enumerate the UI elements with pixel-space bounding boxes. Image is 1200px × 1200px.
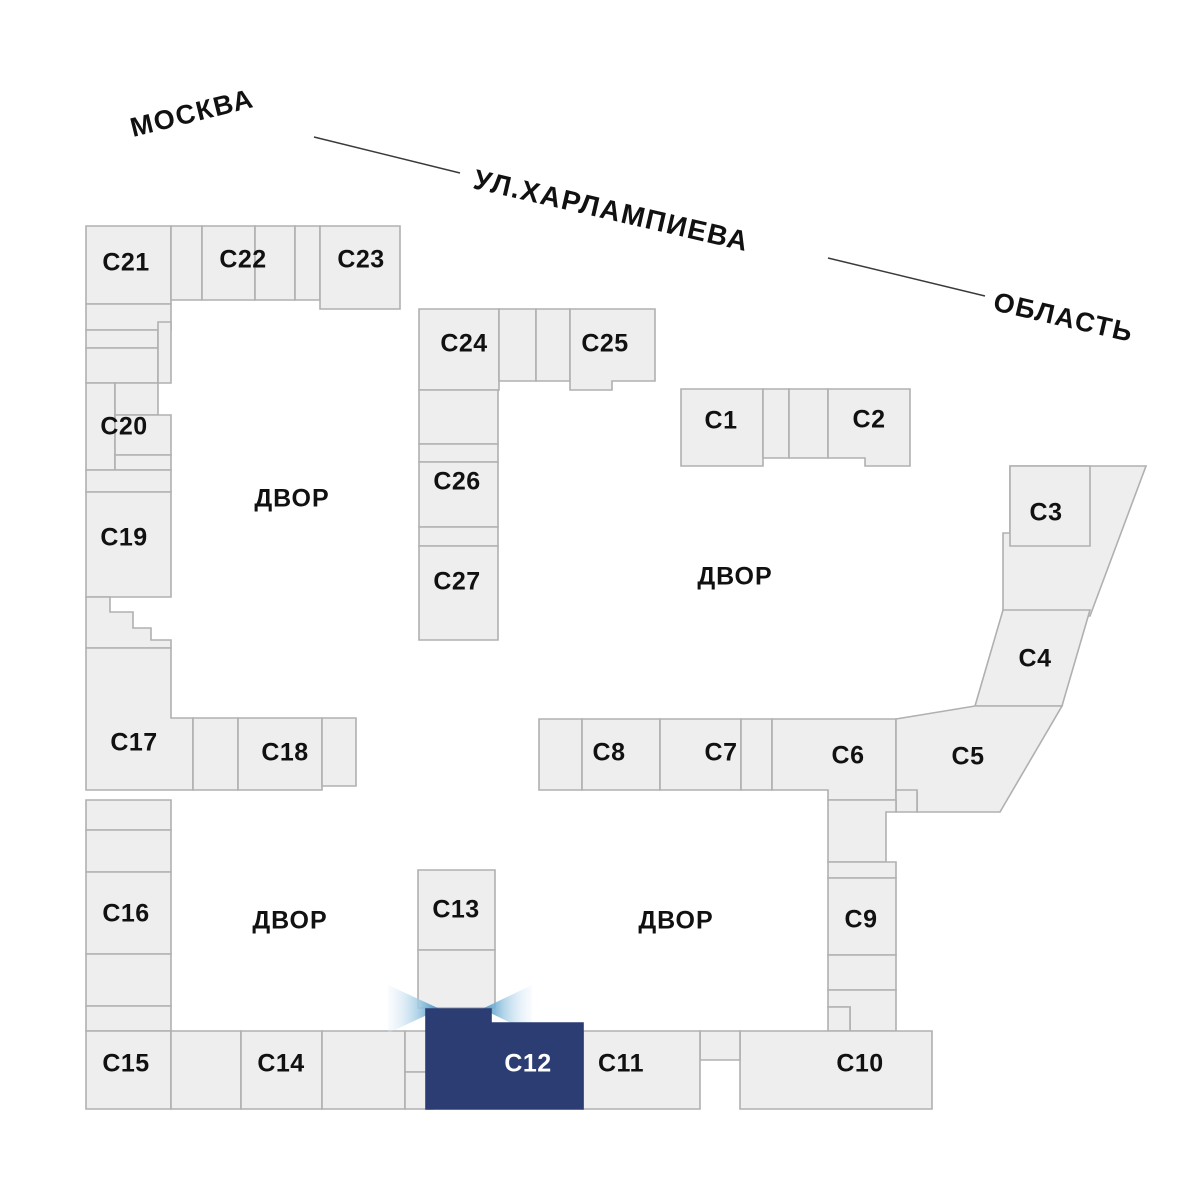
building-shape-C13b[interactable] [417, 949, 496, 1009]
building-shape-C9e[interactable] [827, 1006, 851, 1032]
building-shape-C5-notch[interactable] [895, 789, 918, 813]
building-label-C27: C27 [433, 568, 480, 596]
block-northwest [85, 225, 401, 791]
building-shape-C18[interactable] [237, 717, 323, 791]
building-shape-C24[interactable] [418, 308, 500, 391]
building-label-C21: C21 [102, 249, 149, 277]
building-shape-C24b[interactable] [498, 308, 537, 382]
yard-label-northeast: ДВОР [697, 563, 772, 591]
building-shape-NW-strip1b[interactable] [85, 329, 159, 349]
building-shape-C27a[interactable] [418, 526, 499, 547]
building-label-C14: C14 [257, 1050, 304, 1078]
building-shape-C15b[interactable] [170, 1030, 242, 1110]
building-shape-C25a[interactable] [535, 308, 571, 382]
building-shape-C1b[interactable] [762, 388, 790, 459]
selection-marker-left [388, 985, 440, 1033]
block-c1-c2 [680, 388, 911, 467]
yard-label-southeast: ДВОР [638, 907, 713, 935]
building-label-C9: C9 [845, 906, 878, 934]
direction-label-oblast: ОБЛАСТЬ [991, 287, 1137, 348]
building-shape-C7b[interactable] [740, 718, 773, 791]
building-label-C15: C15 [102, 1050, 149, 1078]
building-shape-SW-strip2[interactable] [85, 829, 172, 873]
building-label-C3: C3 [1030, 499, 1063, 527]
selection-markers [388, 985, 532, 1033]
building-shape-C2a[interactable] [788, 388, 829, 459]
building-shape-C17[interactable] [85, 647, 194, 791]
building-shape-NW-tab1[interactable] [157, 321, 172, 384]
building-label-C13: C13 [432, 896, 479, 924]
building-label-C1: C1 [705, 407, 738, 435]
building-label-C11: C11 [598, 1050, 644, 1078]
block-east-south [699, 799, 933, 1110]
building-shape-C2[interactable] [827, 388, 911, 467]
building-shape-C8a[interactable] [538, 718, 583, 791]
building-shape-C10[interactable] [739, 1030, 933, 1110]
building-shape-C3[interactable] [1009, 465, 1091, 547]
street-name-label: УЛ.ХАРЛАМПИЕВА [471, 164, 753, 258]
building-label-C24: C24 [440, 330, 487, 358]
road-leader-lines [313, 136, 986, 297]
building-shape-SW-strip4[interactable] [85, 1005, 172, 1032]
building-shape-C20b[interactable] [114, 382, 159, 416]
building-shape-C27[interactable] [418, 545, 499, 641]
building-shape-C12[interactable] [425, 1008, 584, 1110]
building-label-C23: C23 [337, 246, 384, 274]
building-shape-C14b[interactable] [321, 1030, 406, 1110]
building-label-C19: C19 [100, 524, 147, 552]
building-label-C12: C12 [504, 1050, 551, 1078]
building-shape-C18b[interactable] [321, 717, 357, 787]
building-label-C8: C8 [593, 739, 626, 767]
block-southwest [85, 799, 434, 1110]
block-c13 [417, 869, 496, 1009]
building-shape-C19[interactable] [85, 491, 172, 598]
building-shape-C17b[interactable] [192, 717, 239, 791]
block-c12-selected [425, 1008, 584, 1110]
road-leader-left [313, 136, 461, 174]
building-shape-C23[interactable] [319, 225, 401, 310]
building-shape-NW-steps[interactable] [85, 596, 172, 649]
building-labels: C1 C2 C3 C4 C5 C6 C7 C8 C9 C10 C11 C12 C… [100, 246, 1062, 1078]
building-shape-C9b[interactable] [827, 861, 897, 879]
road-leader-right [827, 257, 986, 297]
building-shape-NW-strip3[interactable] [85, 469, 172, 493]
building-shape-C25[interactable] [569, 308, 656, 391]
building-label-C16: C16 [102, 900, 149, 928]
building-label-C25: C25 [581, 330, 628, 358]
building-shape-C10b[interactable] [699, 1030, 741, 1061]
building-shape-SW-strip3[interactable] [85, 953, 172, 1007]
building-label-C5: C5 [952, 743, 985, 771]
building-shape-C22c[interactable] [294, 225, 321, 301]
building-label-C2: C2 [853, 406, 886, 434]
building-label-C7: C7 [705, 739, 738, 767]
building-shape-NW-strip2[interactable] [85, 347, 159, 384]
block-east-slant [973, 465, 1148, 707]
building-label-C26: C26 [433, 468, 480, 496]
building-label-C6: C6 [832, 742, 865, 770]
block-mid-row [538, 705, 1064, 813]
block-central-north [418, 308, 656, 641]
selection-marker-right [482, 985, 532, 1033]
direction-label-moscow: МОСКВА [127, 83, 257, 143]
yard-label-northwest: ДВОР [254, 485, 329, 513]
building-label-C20: C20 [100, 413, 147, 441]
building-label-C18: C18 [261, 739, 308, 767]
building-label-C4: C4 [1019, 645, 1052, 673]
yard-label-southwest: ДВОР [252, 907, 327, 935]
building-shape-C9a[interactable] [827, 799, 897, 863]
building-shape-C26a[interactable] [418, 389, 499, 445]
building-shape-C9c[interactable] [827, 954, 897, 991]
building-shape-C1[interactable] [680, 388, 764, 467]
building-shape-C26b[interactable] [418, 443, 499, 463]
building-shape-SW-strip1[interactable] [85, 799, 172, 831]
building-label-C17: C17 [110, 729, 157, 757]
building-label-C10: C10 [836, 1050, 883, 1078]
building-shape-C21b[interactable] [170, 225, 203, 301]
yard-labels: ДВОР ДВОР ДВОР ДВОР [252, 485, 772, 935]
building-shape-C20d[interactable] [114, 454, 172, 471]
building-label-C22: C22 [219, 246, 266, 274]
